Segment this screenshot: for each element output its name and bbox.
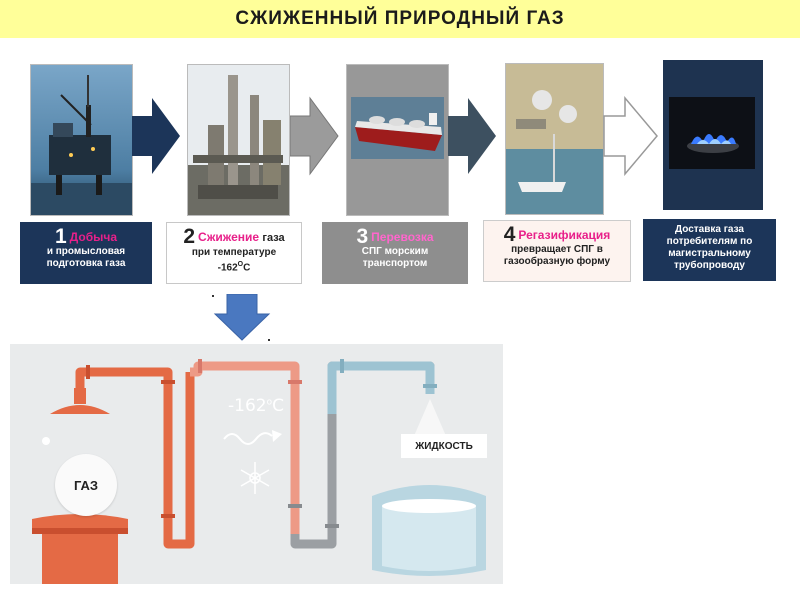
step-4-desc-2: газообразную форму [503,256,611,267]
step-2-number: 2 [183,225,196,248]
step-2-desc-2: -162ОС [217,261,251,274]
step-5-desc-2: потребителям по [666,236,753,247]
step-2-name: Сжижение [198,230,260,244]
snowflake-icon [240,462,270,494]
down-arrow [213,294,271,341]
arrow-navy-1 [132,98,180,174]
gas-label: ГАЗ [55,454,117,516]
decor-dot-2 [268,339,270,341]
photo-gas-burner [663,60,763,210]
title-bar: СЖИЖЕННЫЙ ПРИРОДНЫЙ ГАЗ [0,0,800,38]
gas-burner-flame-icon [663,60,763,210]
step-2-desc-1: при температуре [191,247,277,258]
step-4-desc-1: превращает СПГ в [511,244,603,255]
liquid-label: ЖИДКОСТЬ [401,434,487,458]
decor-dot-1 [212,295,214,297]
photo-lng-tanker [346,64,449,216]
step-1-number: 1 [54,225,67,248]
step-1-desc-1: и промысловая [46,246,126,257]
lng-tanker-image [347,65,448,215]
step-4-number: 4 [503,223,516,246]
step-3-name: Перевозка [371,230,434,244]
temperature-label: -162оС [228,396,284,416]
step-5-desc-1: Доставка газа [675,224,744,235]
arrow-white-4 [603,96,658,176]
step-2-name-suffix: газа [262,232,285,244]
step-5-desc-3: магистральному [668,248,751,259]
photo-liquefaction-plant [187,64,290,216]
step-3-desc-1: СПГ морским [361,246,429,257]
step-1-desc-2: подготовка газа [46,258,126,269]
liquefaction-plant-image [188,65,289,215]
page-title: СЖИЖЕННЫЙ ПРИРОДНЫЙ ГАЗ [235,8,565,29]
regasification-terminal-image [506,64,603,214]
liquefaction-scheme: ГАЗ ЖИДКОСТЬ -162оС [10,344,503,584]
offshore-platform-image [31,65,132,215]
step-5-delivery: Доставка газа потребителям по магистраль… [643,219,776,281]
step-4-name: Регазификация [518,228,611,242]
arrow-slate-3 [448,98,496,174]
step-3-number: 3 [356,225,369,248]
arrow-gray-2 [290,96,339,176]
step-1-name: Добыча [69,230,117,244]
photo-offshore-platform [30,64,133,216]
step-3-desc-2: транспортом [362,258,428,269]
step-5-desc-4: трубопроводу [673,260,745,271]
photo-regasification-terminal [505,63,604,215]
